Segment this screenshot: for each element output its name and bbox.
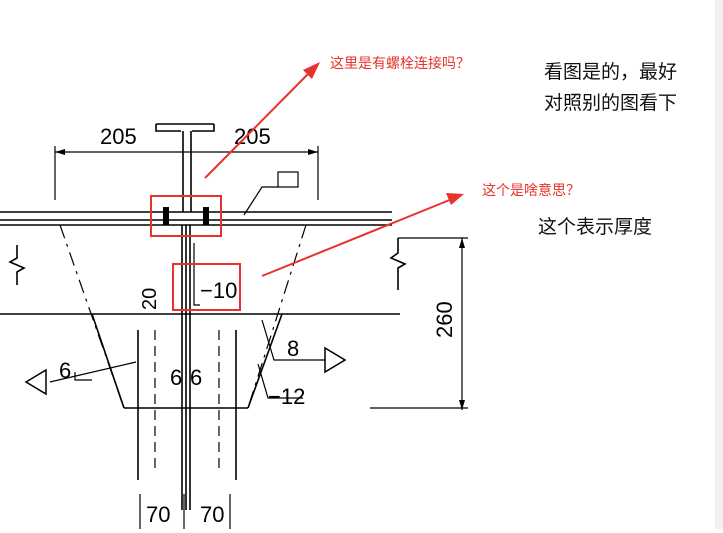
highlight-bolts <box>150 195 222 237</box>
arrowhead-dim-left <box>55 149 65 155</box>
arrowhead-dim-right <box>308 149 318 155</box>
question-bolt-connection: 这里是有螺栓连接吗？ <box>330 56 470 72</box>
annotation-arrow-2-line <box>261 198 453 277</box>
annotation-arrow-1-head <box>303 62 320 79</box>
bolt-right <box>203 207 209 225</box>
dim-left-width: 205 <box>100 124 137 149</box>
dim-gap: 20 <box>139 288 161 310</box>
leader-weld-8 <box>261 319 325 361</box>
bracket-right-edge <box>247 313 283 409</box>
arrowhead-h-top <box>459 238 465 248</box>
vertical-scrollbar[interactable] <box>715 0 723 529</box>
answer-line-2: 对照别的图看下 <box>544 92 678 114</box>
dim-right-base: 70 <box>200 502 224 527</box>
question-meaning: 这个是啥意思？ <box>482 183 580 199</box>
leader-thk-bottom <box>257 363 303 399</box>
top-flange-left <box>155 124 181 132</box>
weld-symbol-box <box>277 171 299 188</box>
bolt-left <box>163 207 169 225</box>
annotation-arrow-1-line <box>204 69 313 179</box>
plate-thk-bottom: −12 <box>268 384 305 409</box>
weld-arrow-right <box>324 346 347 374</box>
leader-weld <box>243 186 278 216</box>
arrowhead-h-bottom <box>459 400 465 410</box>
top-flange-right <box>192 124 215 132</box>
leader-weld-6 <box>49 361 137 383</box>
break-right <box>389 238 407 290</box>
highlight-thickness <box>172 263 241 311</box>
dim-right-width: 205 <box>234 124 271 149</box>
break-left <box>8 245 26 285</box>
plate-thk-top: −10 <box>200 278 237 303</box>
hidden-left <box>59 224 125 409</box>
weld-size: 8 <box>287 336 299 361</box>
weld-symbol-label: 6 <box>59 358 71 383</box>
dim-left-base: 70 <box>146 502 170 527</box>
annotation-arrow-2-head <box>446 193 464 205</box>
answer-thickness: 这个表示厚度 <box>538 216 653 238</box>
weld-right: 6 <box>190 365 202 390</box>
weld-left: 6 <box>170 365 182 390</box>
weld-flag-symbol <box>74 372 92 381</box>
weld-arrow-left <box>24 368 47 396</box>
hidden-right <box>247 224 307 409</box>
answer-line-1: 看图是的，最好 <box>544 61 678 83</box>
dim-height: 260 <box>432 301 457 338</box>
